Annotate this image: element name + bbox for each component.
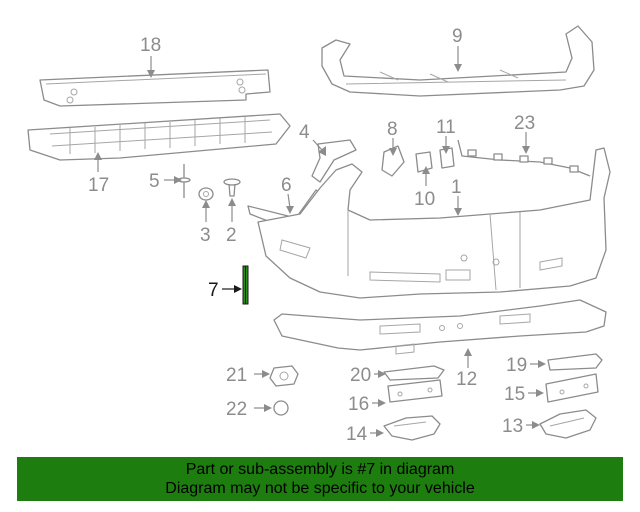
callout-5: 5 <box>149 171 160 192</box>
part-14-bracket[interactable] <box>383 415 441 441</box>
part-2-push-pin[interactable] <box>223 178 241 197</box>
callout-3: 3 <box>200 225 211 246</box>
part-19-molding[interactable] <box>547 353 603 371</box>
callout-14: 14 <box>346 424 368 445</box>
part-15-bracket[interactable] <box>545 373 599 403</box>
leader-lines <box>94 46 546 437</box>
callout-19: 19 <box>506 355 527 376</box>
part-5-stud[interactable] <box>177 164 191 198</box>
part-8-bracket[interactable] <box>381 145 405 177</box>
callout-16: 16 <box>348 394 369 415</box>
parts-diagram: 18 9 17 4 8 11 23 5 6 10 1 3 2 7 12 21 2… <box>27 25 611 445</box>
part-20-molding[interactable] <box>383 365 445 381</box>
callout-1: 1 <box>451 177 462 198</box>
part-7-highlighted[interactable] <box>242 265 249 305</box>
part-12-lower-fascia[interactable] <box>273 299 607 355</box>
callout-2: 2 <box>226 225 237 246</box>
callout-12: 12 <box>456 369 477 390</box>
callout-10: 10 <box>414 189 435 210</box>
part-9-fascia-upper[interactable] <box>321 25 595 97</box>
callout-4: 4 <box>299 122 310 143</box>
callout-7: 7 <box>208 280 219 301</box>
banner-line-disclaimer: Diagram may not be specific to your vehi… <box>165 480 475 497</box>
info-banner: Part or sub-assembly is #7 in diagram Di… <box>17 457 623 501</box>
callout-9: 9 <box>452 26 463 47</box>
callout-22: 22 <box>226 399 247 420</box>
callout-15: 15 <box>504 384 525 405</box>
part-23-harness[interactable] <box>457 139 591 177</box>
callout-13: 13 <box>502 416 523 437</box>
part-17-absorber[interactable] <box>27 113 291 161</box>
part-21-sensor-housing[interactable] <box>269 365 299 387</box>
callout-17: 17 <box>88 175 109 196</box>
callout-labels: 18 9 17 4 8 11 23 5 6 10 1 3 2 7 12 21 2… <box>88 26 535 445</box>
part-22-seal[interactable] <box>273 400 289 416</box>
callout-21: 21 <box>226 365 247 386</box>
part-18-reinforcement[interactable] <box>39 69 271 107</box>
part-16-bracket[interactable] <box>387 379 443 403</box>
part-1-fascia[interactable] <box>257 147 611 299</box>
callout-23: 23 <box>514 113 535 134</box>
part-13-bracket[interactable] <box>539 409 597 439</box>
callout-18: 18 <box>140 35 161 56</box>
callout-6: 6 <box>281 175 292 196</box>
callout-8: 8 <box>387 119 398 140</box>
banner-line-part: Part or sub-assembly is #7 in diagram <box>185 461 455 478</box>
part-3-nut[interactable] <box>198 187 214 201</box>
callout-11: 11 <box>436 117 456 138</box>
part-11-bracket[interactable] <box>415 147 455 173</box>
callout-20: 20 <box>350 365 371 386</box>
